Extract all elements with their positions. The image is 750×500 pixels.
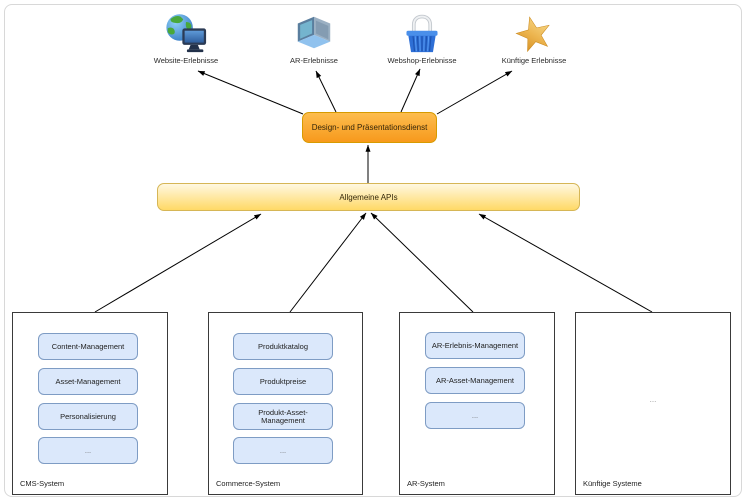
general-apis-node: Allgemeine APIs <box>157 183 580 211</box>
module-box-placeholder: ... <box>233 437 333 464</box>
experience-label: Webshop-Erlebnisse <box>387 56 457 65</box>
module-box-placeholder: ... <box>425 402 525 429</box>
module-box: Produkt-Asset-Management <box>233 403 333 430</box>
future-placeholder: ... <box>649 395 657 404</box>
system-label-commerce: Commerce-System <box>216 479 281 488</box>
experience-webshop: Webshop-Erlebnisse <box>370 12 474 65</box>
experience-label: Künftige Erlebnisse <box>501 56 567 65</box>
arrow-design-to-website <box>197 70 304 115</box>
system-label-future: Künftige Systeme <box>583 479 642 488</box>
system-label-cms: CMS-System <box>20 479 65 488</box>
module-box: AR-Erlebnis-Management <box>425 332 525 359</box>
arrow-cms-to-api <box>94 213 262 313</box>
arrow-design-to-future <box>436 70 513 115</box>
module-box: Produktpreise <box>233 368 333 395</box>
module-box: Personalisierung <box>38 403 138 430</box>
arrow-futuresystem-to-api <box>478 213 653 313</box>
module-box: AR-Asset-Management <box>425 367 525 394</box>
arrow-commerce-to-api <box>289 212 367 313</box>
general-apis-label: Allgemeine APIs <box>339 192 398 202</box>
experience-ar: AR-Erlebnisse <box>262 12 366 65</box>
system-future: ... Künftige Systeme <box>575 312 731 495</box>
experience-label: Website-Erlebnisse <box>153 56 219 65</box>
ar-icon <box>262 12 366 54</box>
module-box-placeholder: ... <box>38 437 138 464</box>
arrow-design-to-ar <box>315 70 337 113</box>
system-ar: AR-Erlebnis-Management AR-Asset-Manageme… <box>399 312 555 495</box>
webshop-icon <box>370 12 474 54</box>
module-box: Content-Management <box>38 333 138 360</box>
system-label-ar: AR-System <box>407 479 445 488</box>
star-icon <box>482 12 586 54</box>
experience-label: AR-Erlebnisse <box>290 56 338 65</box>
website-icon <box>134 12 238 54</box>
experience-future: Künftige Erlebnisse <box>482 12 586 65</box>
arrow-design-to-webshop <box>400 68 421 113</box>
design-presentation-service-node: Design- und Präsentationsdienst <box>302 112 437 143</box>
system-commerce: Produktkatalog Produktpreise Produkt-Ass… <box>208 312 363 495</box>
design-presentation-service-label: Design- und Präsentationsdienst <box>311 123 428 132</box>
arrow-arsystem-to-api <box>370 212 474 313</box>
experience-website: Website-Erlebnisse <box>134 12 238 65</box>
system-cms: Content-Management Asset-Management Pers… <box>12 312 168 495</box>
module-box: Asset-Management <box>38 368 138 395</box>
module-box: Produktkatalog <box>233 333 333 360</box>
